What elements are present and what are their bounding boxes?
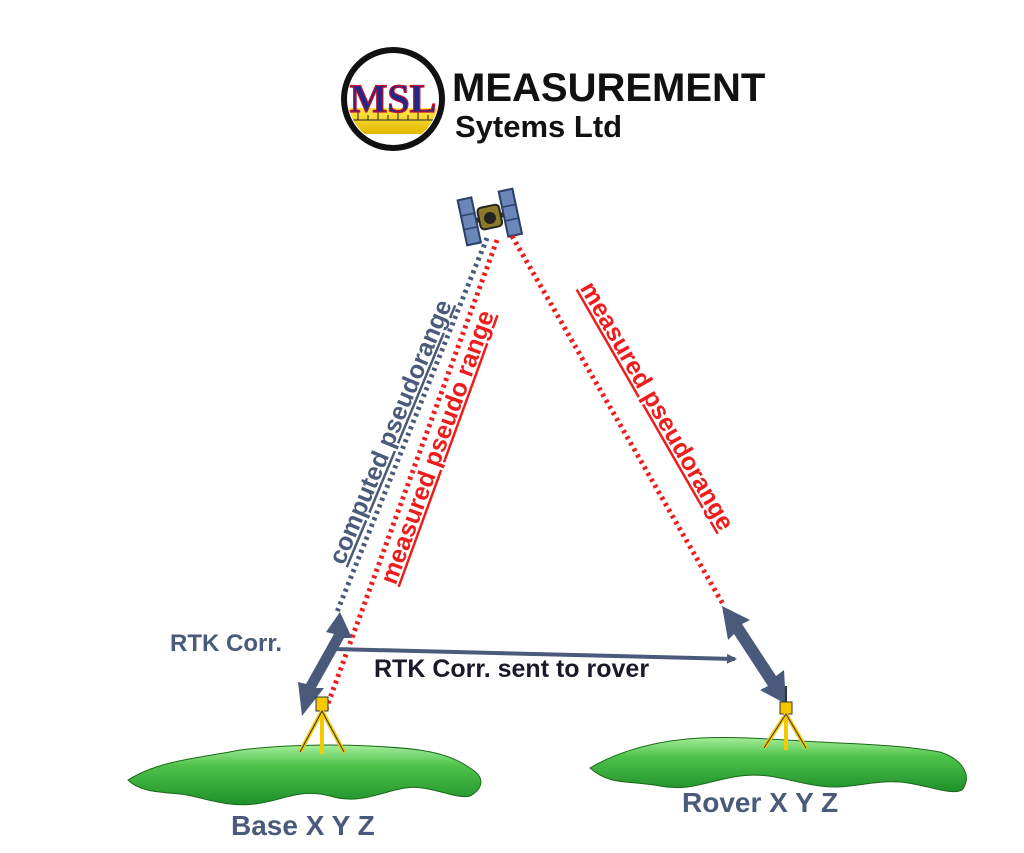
rtk-corr-sent-arrow: [333, 647, 737, 664]
measured-pseudorange-label: measured pseudorange: [574, 277, 739, 535]
base-terrain-icon: [127, 744, 482, 806]
rtk-corr-label: RTK Corr.: [170, 630, 282, 657]
base-measured-range-line: [322, 239, 500, 713]
company-subtitle: Sytems Ltd: [455, 109, 622, 144]
logo: MSL MEASUREMENT Sytems Ltd: [341, 47, 765, 151]
rover-label: Rover X Y Z: [682, 787, 838, 818]
base-corr-double-arrow: [298, 612, 352, 716]
logo-emblem: MSL: [341, 47, 445, 151]
rtk-corr-sent-label: RTK Corr. sent to rover: [374, 655, 649, 683]
rover-terrain-icon: [589, 736, 967, 793]
rover-tripod-icon: [762, 686, 808, 750]
rover-corr-double-arrow: [722, 606, 786, 704]
rover-measured-range-line: [509, 234, 727, 608]
base-label: Base X Y Z: [231, 810, 375, 841]
satellite-icon: [456, 187, 524, 247]
company-name: MEASUREMENT: [452, 66, 765, 110]
base-tripod-icon: [298, 696, 346, 754]
logo-monogram: MSL: [350, 76, 437, 121]
